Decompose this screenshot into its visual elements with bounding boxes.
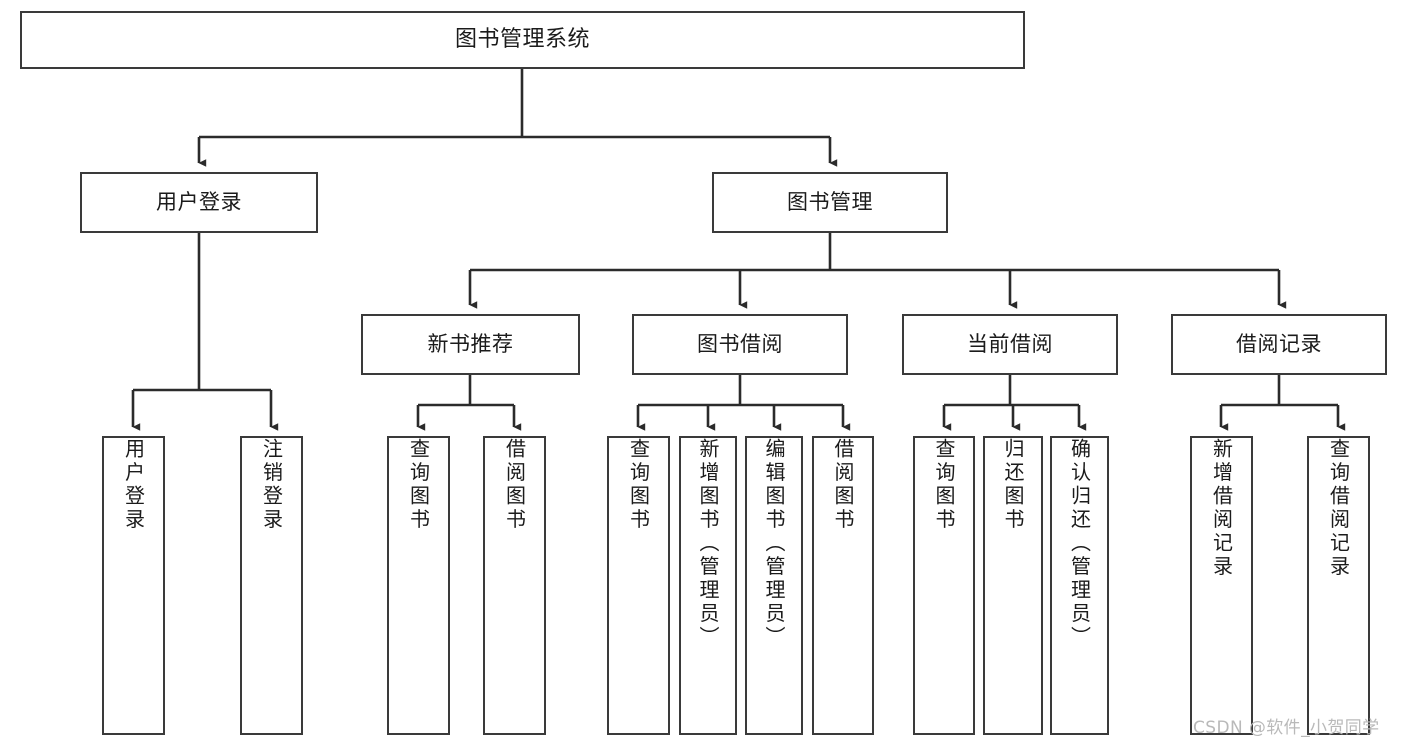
- node-label: 借阅图书: [502, 438, 527, 532]
- node-leaf-confirm-return[interactable]: 确认归还（管理员）: [1050, 436, 1109, 735]
- node-book-borrow[interactable]: 图书借阅: [632, 314, 848, 375]
- node-leaf-add-book[interactable]: 新增图书（管理员）: [679, 436, 737, 735]
- node-label: 新增图书（管理员）: [696, 438, 720, 650]
- node-root[interactable]: 图书管理系统: [20, 11, 1025, 69]
- node-label: 归还图书: [1001, 438, 1025, 532]
- node-label: 查询借阅记录: [1326, 438, 1351, 579]
- node-leaf-user-login[interactable]: 用户登录: [102, 436, 165, 735]
- node-leaf-borrow-book-bor[interactable]: 借阅图书: [812, 436, 874, 735]
- node-leaf-borrow-book-rec[interactable]: 借阅图书: [483, 436, 546, 735]
- node-leaf-query-book-cur[interactable]: 查询图书: [913, 436, 975, 735]
- node-label: 当前借阅: [967, 332, 1053, 357]
- node-leaf-add-record[interactable]: 新增借阅记录: [1190, 436, 1253, 735]
- node-label: 确认归还（管理员）: [1067, 438, 1092, 650]
- node-label: 用户登录: [121, 438, 146, 532]
- node-borrow-record[interactable]: 借阅记录: [1171, 314, 1387, 375]
- csdn-watermark: CSDN @软件_小贺同学: [1193, 718, 1380, 738]
- node-leaf-query-record[interactable]: 查询借阅记录: [1307, 436, 1370, 735]
- node-leaf-user-logout[interactable]: 注销登录: [240, 436, 303, 735]
- node-new-book-recommend[interactable]: 新书推荐: [361, 314, 580, 375]
- node-label: 借阅图书: [831, 438, 855, 532]
- node-label: 借阅记录: [1236, 332, 1322, 357]
- node-user-login[interactable]: 用户登录: [80, 172, 318, 233]
- node-label: 查询图书: [626, 438, 651, 532]
- node-leaf-return-book[interactable]: 归还图书: [983, 436, 1043, 735]
- node-current-borrow[interactable]: 当前借阅: [902, 314, 1118, 375]
- node-label: 查询图书: [932, 438, 956, 532]
- node-label: 图书管理: [787, 190, 873, 215]
- node-label: 图书管理系统: [454, 27, 590, 53]
- node-leaf-query-book-rec[interactable]: 查询图书: [387, 436, 450, 735]
- node-leaf-edit-book[interactable]: 编辑图书（管理员）: [745, 436, 803, 735]
- node-label: 用户登录: [156, 190, 242, 215]
- node-label: 新增借阅记录: [1209, 438, 1234, 579]
- node-label: 编辑图书（管理员）: [762, 438, 786, 650]
- node-book-manage[interactable]: 图书管理: [712, 172, 948, 233]
- node-label: 新书推荐: [427, 332, 514, 357]
- node-leaf-query-book-bor[interactable]: 查询图书: [607, 436, 670, 735]
- node-label: 查询图书: [406, 438, 431, 532]
- node-label: 图书借阅: [697, 332, 783, 357]
- node-label: 注销登录: [259, 438, 284, 532]
